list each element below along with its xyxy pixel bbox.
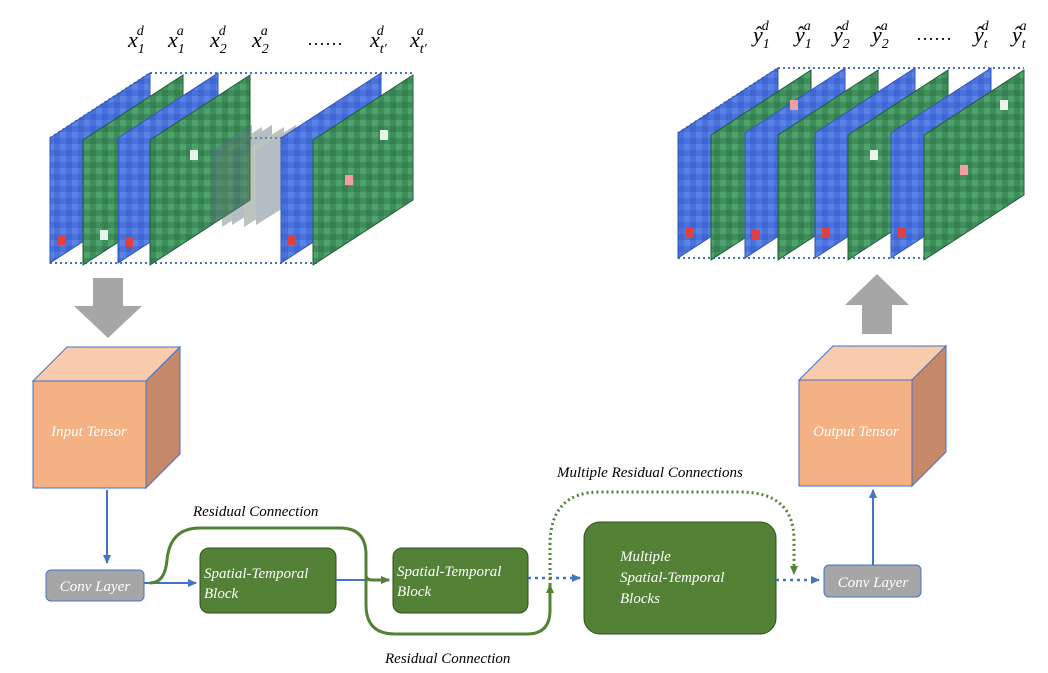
input-frames [49,72,414,266]
label-yta: ŷta [1010,19,1027,52]
label-ellipsis-out: …… [916,24,952,44]
input-tensor-label: Input Tensor [50,424,127,440]
conv-layer-out: Conv Layer [823,564,922,598]
frame-x2a [149,74,251,266]
frame-yta [923,69,1025,261]
label-x2a: x2a [251,24,269,57]
label-y2d: ŷ2d [831,19,850,52]
spatial-temporal-block-2: Spatial-Temporal Block [392,547,529,614]
conv-layer-out-label: Conv Layer [838,575,909,591]
label-x1a: x1a [167,24,185,57]
down-arrow [74,278,142,338]
input-sequence-labels: x1d x1a x2d x2a …… xt′d xt′a [127,24,428,57]
multiple-spatial-temporal-blocks: Multiple Spatial-Temporal Blocks [583,521,777,635]
conv-layer-in-label: Conv Layer [60,579,131,595]
output-tensor-cube: Output Tensor [797,344,948,488]
residual-bottom-label: Residual Connection [384,651,510,667]
label-y2a: ŷ2a [870,19,889,52]
output-sequence-labels: ŷ1d ŷ1a ŷ2d ŷ2a …… ŷtd ŷta [751,19,1027,52]
frame-xta [312,74,414,266]
residual-connection-bottom [364,575,554,636]
block2-label: Spatial-Temporal Block [397,564,505,600]
label-xta: xt′a [409,24,428,57]
label-ytd: ŷtd [972,19,990,52]
input-tensor-cube: Input Tensor [31,345,182,490]
label-y1a: ŷ1a [793,19,812,52]
label-x1d: x1d [127,24,145,57]
label-y1d: ŷ1d [751,19,770,52]
output-tensor-label: Output Tensor [813,424,899,440]
residual-top-label: Residual Connection [192,504,318,520]
spatial-temporal-block-1: Spatial-Temporal Block [199,547,337,614]
block3-label: Multiple Spatial-Temporal Blocks [619,549,728,607]
block1-label: Spatial-Temporal Block [204,566,312,602]
label-ellipsis-in: …… [307,29,343,49]
label-x2d: x2d [209,24,227,57]
label-xtd: xt′d [369,24,388,57]
multi-residual-label: Multiple Residual Connections [556,465,743,481]
output-frames [677,67,1025,261]
conv-layer-in: Conv Layer [45,569,145,602]
up-arrow [845,274,909,334]
